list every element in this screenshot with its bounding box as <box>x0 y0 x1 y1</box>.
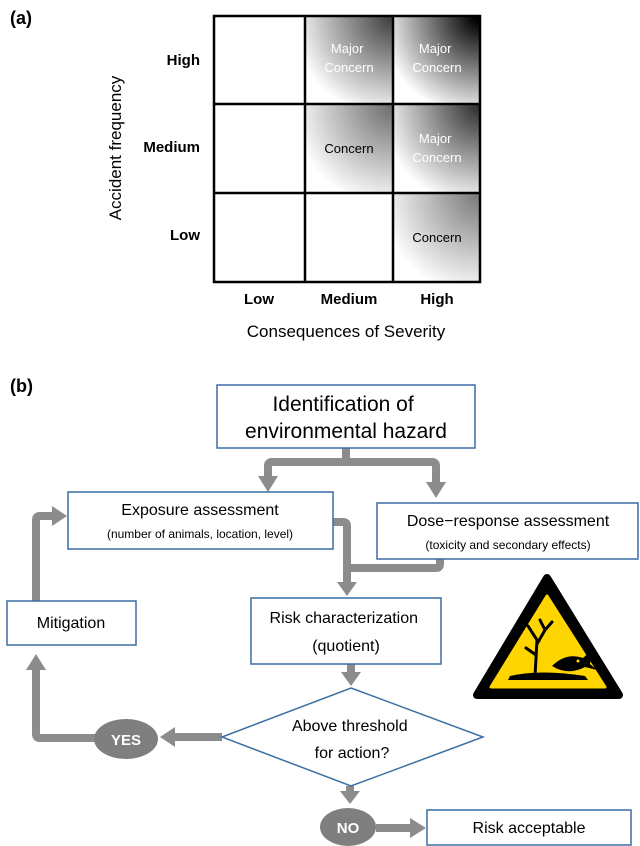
cell-high-high-text: Major Concern <box>412 41 461 75</box>
x-axis-title: Consequences of Severity <box>247 322 446 341</box>
arrow-head-dose <box>426 482 446 498</box>
decision-text: Above threshold for action? <box>292 718 412 762</box>
arrow-head-no <box>340 791 360 804</box>
panel-b-label: (b) <box>10 376 33 396</box>
col-label-medium: Medium <box>321 291 378 308</box>
cell-high-high <box>393 16 480 104</box>
arrow-head-yes <box>160 727 175 747</box>
cell-high-medium-text: Major Concern <box>324 41 373 75</box>
merge-connector <box>333 518 444 583</box>
yes-to-mitigation-line <box>32 668 95 742</box>
dose-title: Dose−response assessment <box>407 513 610 530</box>
environmental-hazard-warning-icon <box>473 574 623 699</box>
acceptable-text: Risk acceptable <box>473 820 586 837</box>
cell-low-high-text: Concern <box>412 230 461 245</box>
arrow-head-decision <box>341 672 361 686</box>
acceptable-box: Risk acceptable <box>426 809 632 846</box>
cell-high-medium <box>305 16 393 104</box>
arrow-head-acceptable <box>410 818 426 838</box>
risk-box: Risk characterization (quotient) <box>250 597 442 665</box>
arrow-head-exposure-loop <box>52 506 67 526</box>
dose-box: Dose−response assessment (toxicity and s… <box>376 502 639 560</box>
no-text: NO <box>337 820 360 837</box>
mitigation-box: Mitigation <box>6 600 137 646</box>
split-connector <box>264 448 440 482</box>
matrix-grid <box>212 14 482 284</box>
arrow-head-exposure <box>258 476 278 492</box>
yes-text: YES <box>111 732 141 749</box>
col-label-low: Low <box>244 291 274 308</box>
arrow-head-mitigation <box>26 654 46 670</box>
no-oval: NO <box>320 808 376 846</box>
arrow-head-risk <box>337 582 357 596</box>
panel-a-label: (a) <box>10 8 32 28</box>
y-axis-title: Accident frequency <box>106 75 125 220</box>
cell-medium-high <box>393 104 480 193</box>
cell-medium-medium <box>305 104 393 193</box>
exposure-title: Exposure assessment <box>121 502 279 519</box>
cell-low-high <box>393 193 480 282</box>
row-label-low: Low <box>170 227 200 244</box>
row-label-high: High <box>167 52 200 69</box>
exposure-box: Exposure assessment (number of animals, … <box>67 491 334 550</box>
mitigation-to-exposure-line <box>32 512 54 609</box>
cell-medium-medium-text: Concern <box>324 141 373 156</box>
mitigation-text: Mitigation <box>37 615 105 632</box>
exposure-subtitle: (number of animals, location, level) <box>107 527 293 541</box>
hazard-text: Identification of environmental hazard <box>245 393 447 443</box>
decision-diamond: Above threshold for action? <box>219 687 486 787</box>
cell-medium-high-text: Major Concern <box>412 131 461 165</box>
row-label-medium: Medium <box>143 139 200 156</box>
flow-arrows <box>26 448 446 838</box>
dose-subtitle: (toxicity and secondary effects) <box>425 538 590 552</box>
yes-oval: YES <box>94 719 158 759</box>
col-label-high: High <box>420 291 453 308</box>
risk-text: Risk characterization (quotient) <box>270 610 423 655</box>
risk-matrix: Major Concern Major Concern Concern Majo… <box>212 14 482 284</box>
hazard-box: Identification of environmental hazard <box>216 384 476 449</box>
